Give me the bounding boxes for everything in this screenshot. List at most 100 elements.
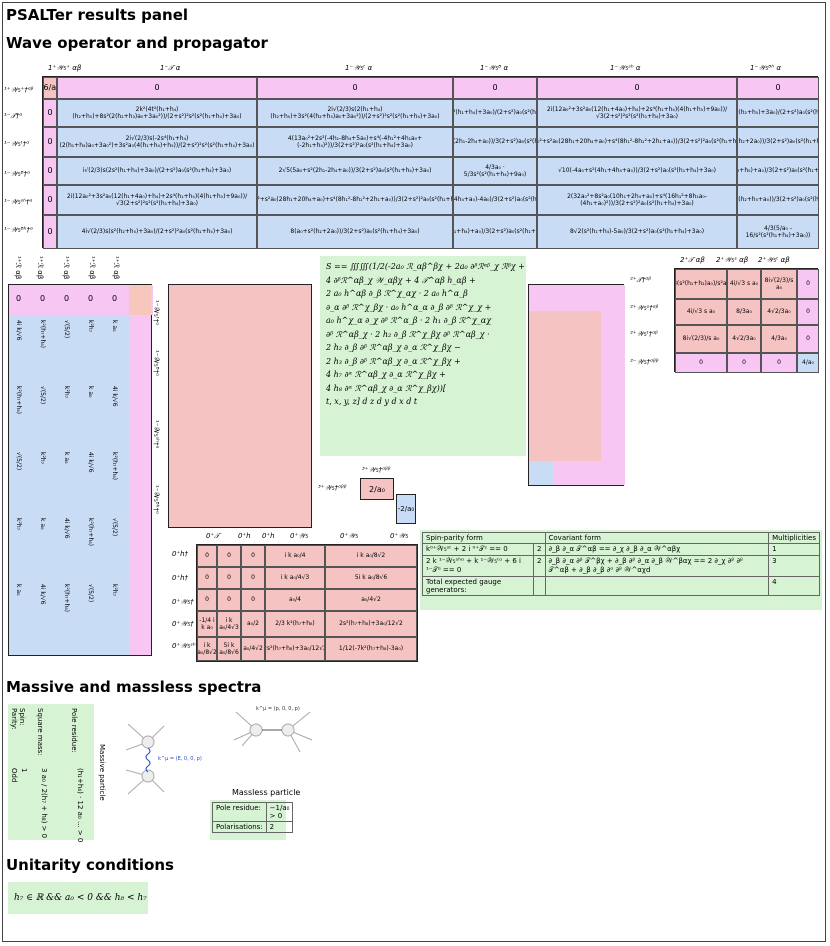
spin-one-minus-matrix	[168, 284, 312, 528]
matrix-cell: a₀/2	[241, 611, 265, 637]
left-rotated-matrix	[8, 284, 153, 656]
action-line: ∂_α ∂ᵝ ℛ^χ_βχ · a₀ h^α_α ∂_β ∂ᵝ ℛ^χ_χ +	[326, 302, 492, 312]
gauge-cell	[533, 576, 546, 596]
unitarity-condition-text: h₇ ∈ ℝ && a₀ < 0 && h₈ < h₇	[14, 893, 147, 903]
massive-mass-label: Square mass:	[36, 708, 44, 756]
rotated-cell: k²h₇	[111, 584, 118, 597]
matrix-cell: i k a₀/4√3	[217, 611, 241, 637]
gauge-cell: 2	[533, 543, 546, 556]
action-line: 4 ∂ᵝℛ^αβ_χ 𝒲_αβχ + 4 𝒯^αβ h_αβ +	[326, 275, 476, 285]
gauge-cell: 3	[768, 555, 820, 577]
matrix-cell: 0	[727, 353, 761, 373]
section-wave-operator: Wave operator and propagator	[6, 34, 268, 52]
matrix-cell: 0	[43, 215, 57, 249]
row-header: ¹⁻𝒲₅ᵗ†ᵅ	[4, 140, 30, 148]
col-header: 2⁺𝒲₅ᵗ αβ	[758, 256, 790, 264]
matrix-cell: 0	[453, 77, 537, 99]
matrix-cell: 2√5(5a₀+s²(2h₁-2h₄+a₀))/3(2+s²)a₀(s²(h₁+…	[453, 127, 537, 157]
action-line: t, x, y, z] d z d y d x d t	[326, 397, 418, 406]
action-line: 2 h₂ ∂_β ∂ᵝ ℛ^αβ_χ ∂_α ℛ^χ_βχ −	[326, 343, 461, 352]
matrix-cell: a₀/4√2	[325, 589, 417, 611]
rotated-zero-cell: 0	[16, 294, 22, 303]
massive-propagator-diagram: k^μ = (E, 0, 0, p)	[125, 723, 202, 795]
matrix-cell: 0	[197, 589, 217, 611]
massless-pol-value: 2	[265, 821, 294, 833]
matrix-cell: 0	[43, 99, 57, 127]
scalar-row-header: ³⁺𝒲₅†ᵅᵝᵝ	[318, 484, 347, 492]
matrix-cell: 8(a₀+s²(h₂+2a₀))/3(2+s²)a₀(s²(h₁+h₄)+3a₀…	[737, 127, 819, 157]
massive-parity-label: Parity:	[10, 708, 18, 730]
rotated-cell: √(5/2)	[63, 320, 70, 339]
action-line: 2 a₀ h^αβ ∂_β ℛ^χ_αχ · 2 a₀ h^α_β	[326, 289, 468, 298]
matrix-cell: 2√5(5a₀+s²(2h₁-2h₄+a₀))/3(2+s²)a₀(s²(h₁+…	[257, 157, 453, 185]
matrix-cell: 4√5(s²(h₁+h₄)+a₀)/3(2+s²)a₀(s²(h₁+h₄)+3a…	[453, 215, 537, 249]
rotated-cell: k a₀	[111, 320, 118, 332]
rotated-cell: 4i k/√6	[111, 386, 118, 407]
col-header: 1⁻𝒲₅ˢʰ α	[610, 64, 641, 72]
matrix-cell: 4√2/3a₀	[727, 325, 761, 353]
matrix-cell: 0	[43, 127, 57, 157]
matrix-cell: i k a₀/4	[265, 545, 325, 567]
gauge-cell: 4	[768, 576, 820, 596]
massive-particle-title: Massive particle	[98, 744, 106, 801]
rotated-cell: k²(h₇+h₈)	[39, 320, 46, 349]
col-header: ¹⁺ℛ αβ	[88, 256, 96, 280]
gauge-cell: 2	[533, 555, 546, 577]
matrix-cell: 5i k a₀/8√6	[217, 637, 241, 661]
matrix-cell: 0	[241, 567, 265, 589]
col-header: 0⁺𝒲₅	[340, 532, 359, 540]
rotated-cell: k²h₇	[87, 320, 94, 333]
rotated-cell: k a₀	[63, 452, 70, 464]
matrix-cell: 4i√(2/3)s(s²(h₂+h₅)+3a₀)/(2+s²)a₀(s²(h₁+…	[737, 99, 819, 127]
matrix-cell: 1/12(-7k²(h₇+h₈)-3a₀)	[325, 637, 417, 661]
matrix-cell: 8/3a₀	[727, 299, 761, 325]
rotated-cell: 4i k/√6	[15, 320, 22, 341]
row-header: ¹⁻𝒲₅ᴮʰ†ᵅ	[4, 226, 33, 234]
massless-particle-title: Massless particle	[232, 788, 301, 797]
action-line: 4 h₈ ∂ᵅ ℛ^αβ_χ ∂_α ℛ^χ_βχ))[	[326, 383, 446, 393]
matrix-cell: 4√5(s²(h₂+h₅)+a₀)/3(2+s²)a₀(s²(h₁+h₄)+3a…	[737, 157, 819, 185]
matrix-cell: 0	[241, 589, 265, 611]
massless-momentum-label: k^μ = (p, 0, 0, p)	[256, 706, 300, 712]
row-header: ²⁺𝒯†ᵅᵝ	[630, 276, 652, 284]
rotated-cell: k a₀	[39, 518, 46, 530]
matrix-cell: 4i/√3 s a₀	[727, 269, 761, 299]
rotated-cell: k²h₇	[39, 452, 46, 465]
massless-particle-panel: Pole residue:−1/a₀ > 0 Polarisations:2	[210, 800, 294, 840]
massive-parity-value: Odd	[10, 768, 18, 783]
matrix-cell: 0	[675, 353, 727, 373]
col-header: 2⁺𝒯 αβ	[680, 256, 705, 264]
col-header: 0⁺h	[262, 532, 275, 540]
row-header: ¹⁻𝒲₅ᴮ†ᵅ	[4, 170, 31, 178]
scalar-cell-three-plus: 2/a₀	[360, 478, 394, 500]
massless-pole-label: Pole residue:	[212, 802, 267, 822]
row-header: ¹⁻𝒲₅ˢʰ†ᵅ	[4, 198, 33, 206]
rotated-cell: k²(h₇+h₈)	[63, 584, 70, 613]
massive-momentum-label: k^μ = (E, 0, 0, p)	[158, 756, 202, 762]
matrix-cell: 0	[537, 77, 737, 99]
col-header: ¹⁺ℛ αβ	[36, 256, 44, 280]
matrix-cell: 0	[737, 77, 819, 99]
matrix-cell-first: -6/a₀	[43, 77, 57, 99]
matrix-cell: 0	[217, 545, 241, 567]
row-header: ¹⁺𝒲₅⁺†ᵅᵝ	[4, 86, 34, 94]
massive-mass-value: 3 a₀ / 2(h₇ + h₈) > 0	[40, 768, 48, 839]
col-header: 1⁻𝒲₅ᴮ α	[480, 64, 509, 72]
matrix-cell: 0	[43, 157, 57, 185]
massive-residue-label: Pole residue:	[70, 708, 78, 753]
rotated-cell: 4i k/√6	[87, 452, 94, 473]
scalar-label: ³⁺𝒲₅†ᵅᵝᵝ	[362, 466, 391, 474]
gauge-cell	[544, 576, 770, 596]
rotated-cell: k²(h₇+h₈)	[87, 518, 94, 547]
matrix-cell: 2i√(2/3)s(2(h₁+h₄)(h₂+h₅)+3s²(4(h₂+h₅)a₀…	[257, 99, 453, 127]
matrix-cell: 0	[197, 545, 217, 567]
matrix-cell: 4/3a₀ · 5/3s²(s²(h₁+h₄)+9a₀)	[453, 157, 537, 185]
matrix-cell: a₀/4	[265, 589, 325, 611]
col-header: 2⁺𝒲₅ˢ αβ	[716, 256, 749, 264]
col-header: ¹⁺ℛ αβ	[14, 256, 22, 280]
gauge-cell: k⁰⁺𝒲₅ˢᵗ + 2 i ⁰⁺𝒯ˢ == 0	[421, 543, 535, 556]
spin-two-minus-matrix	[528, 284, 625, 486]
matrix-cell: 2s²(h₇+h₈)+3a₀/12√2	[265, 637, 325, 661]
